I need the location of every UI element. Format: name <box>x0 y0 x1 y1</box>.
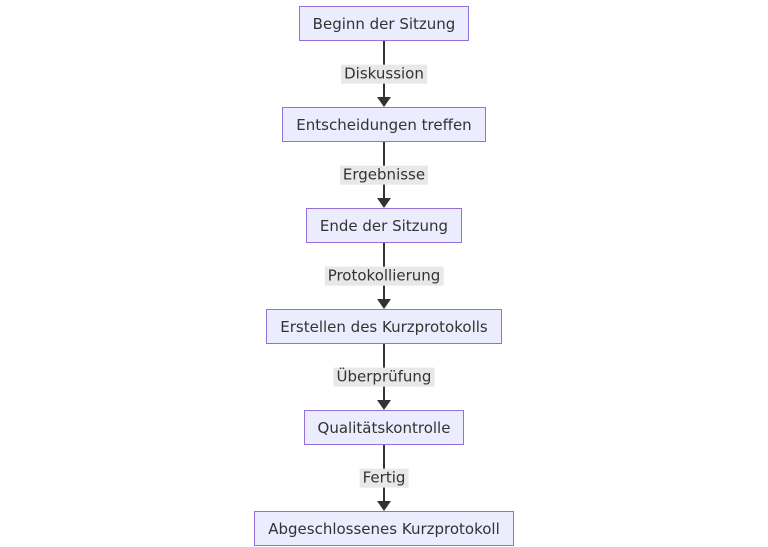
edge-diskussion: Diskussion <box>264 41 504 107</box>
arrowhead-down-icon <box>377 400 391 410</box>
node-erstellen-des-kurzprotokolls: Erstellen des Kurzprotokolls <box>266 309 502 344</box>
edge-label: Ergebnisse <box>339 165 429 185</box>
node-entscheidungen-treffen: Entscheidungen treffen <box>282 107 486 142</box>
node-label: Ende der Sitzung <box>319 216 449 235</box>
edge-label: Überprüfung <box>333 367 435 387</box>
node-label: Beginn der Sitzung <box>312 14 456 33</box>
node-beginn-der-sitzung: Beginn der Sitzung <box>298 6 470 41</box>
edge-protokollierung: Protokollierung <box>264 243 504 309</box>
arrowhead-down-icon <box>377 501 391 511</box>
node-label: Erstellen des Kurzprotokolls <box>280 317 488 336</box>
arrowhead-down-icon <box>377 299 391 309</box>
arrowhead-down-icon <box>377 97 391 107</box>
edge-label: Diskussion <box>341 64 427 84</box>
edge-label: Protokollierung <box>324 266 444 286</box>
arrowhead-down-icon <box>377 198 391 208</box>
edge-ueberpruefung: Überprüfung <box>264 344 504 410</box>
edge-ergebnisse: Ergebnisse <box>264 142 504 208</box>
node-label: Qualitätskontrolle <box>317 418 451 437</box>
node-qualitaetskontrolle: Qualitätskontrolle <box>303 410 465 445</box>
node-label: Abgeschlossenes Kurzprotokoll <box>268 519 500 538</box>
node-ende-der-sitzung: Ende der Sitzung <box>305 208 463 243</box>
edge-label: Fertig <box>359 468 409 488</box>
edge-fertig: Fertig <box>264 445 504 511</box>
node-abgeschlossenes-kurzprotokoll: Abgeschlossenes Kurzprotokoll <box>254 511 514 546</box>
node-label: Entscheidungen treffen <box>296 115 472 134</box>
